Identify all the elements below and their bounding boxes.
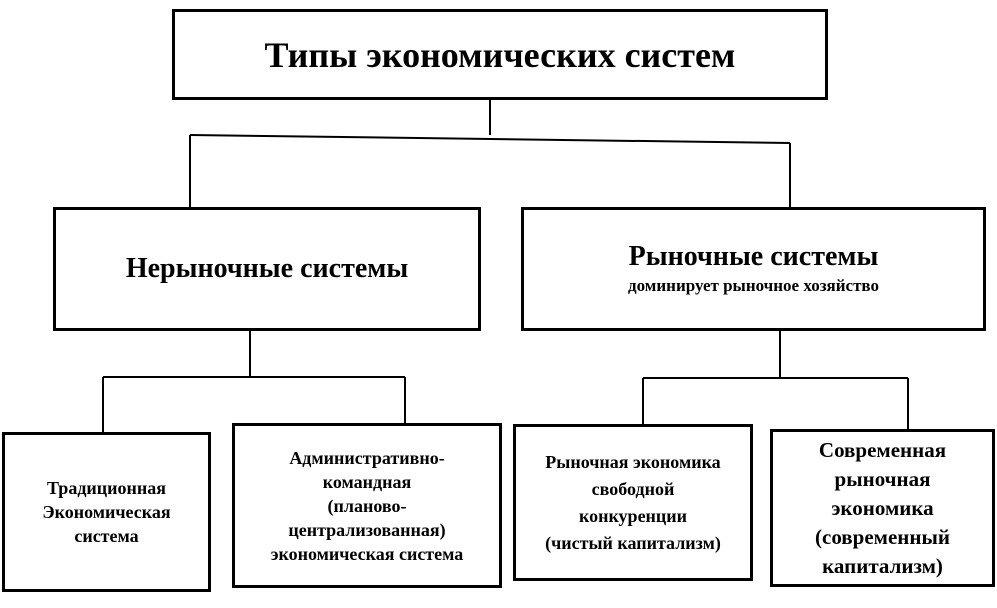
administrative-line: командная (322, 471, 412, 492)
market-subtitle: доминирует рыночное хозяйство (628, 276, 879, 295)
free-market-line: свободной (591, 478, 675, 499)
free-market-line: конкуренции (578, 505, 688, 526)
administrative-line: (планово- (327, 495, 407, 516)
traditional-economy-node: Традиционная Экономическая система (2, 432, 211, 592)
modern-market-line: рыночная (834, 466, 931, 491)
administrative-line: Административно- (289, 447, 445, 468)
administrative-line: экономическая система (270, 543, 464, 564)
nonmarket-systems-node: Нерыночные системы (53, 207, 481, 331)
traditional-line: Традиционная (46, 478, 167, 498)
administrative-line: централизованная) (288, 519, 446, 540)
market-title: Рыночные системы (628, 241, 879, 272)
connector-root-bar (189, 134, 791, 144)
free-market-economy-node: Рыночная экономика свободной конкуренции… (513, 424, 753, 581)
traditional-line: система (74, 526, 139, 546)
administrative-economy-node: Административно- командная (планово- цен… (232, 423, 502, 588)
free-market-line: Рыночная экономика (545, 451, 721, 472)
market-systems-node: Рыночные системы доминирует рыночное хоз… (521, 207, 986, 331)
modern-market-line: капитализм) (822, 553, 943, 578)
nonmarket-title: Нерыночные системы (125, 253, 409, 284)
modern-market-line: экономика (831, 495, 934, 520)
root-node: Типы экономических систем (172, 9, 828, 100)
modern-market-economy-node: Современная рыночная экономика (современ… (770, 429, 995, 587)
root-title: Типы экономических систем (264, 34, 736, 75)
modern-market-line: (современный (815, 524, 950, 549)
traditional-line: Экономическая (42, 502, 171, 522)
free-market-line: (чистый капитализм) (545, 532, 721, 553)
modern-market-line: Современная (818, 437, 947, 462)
